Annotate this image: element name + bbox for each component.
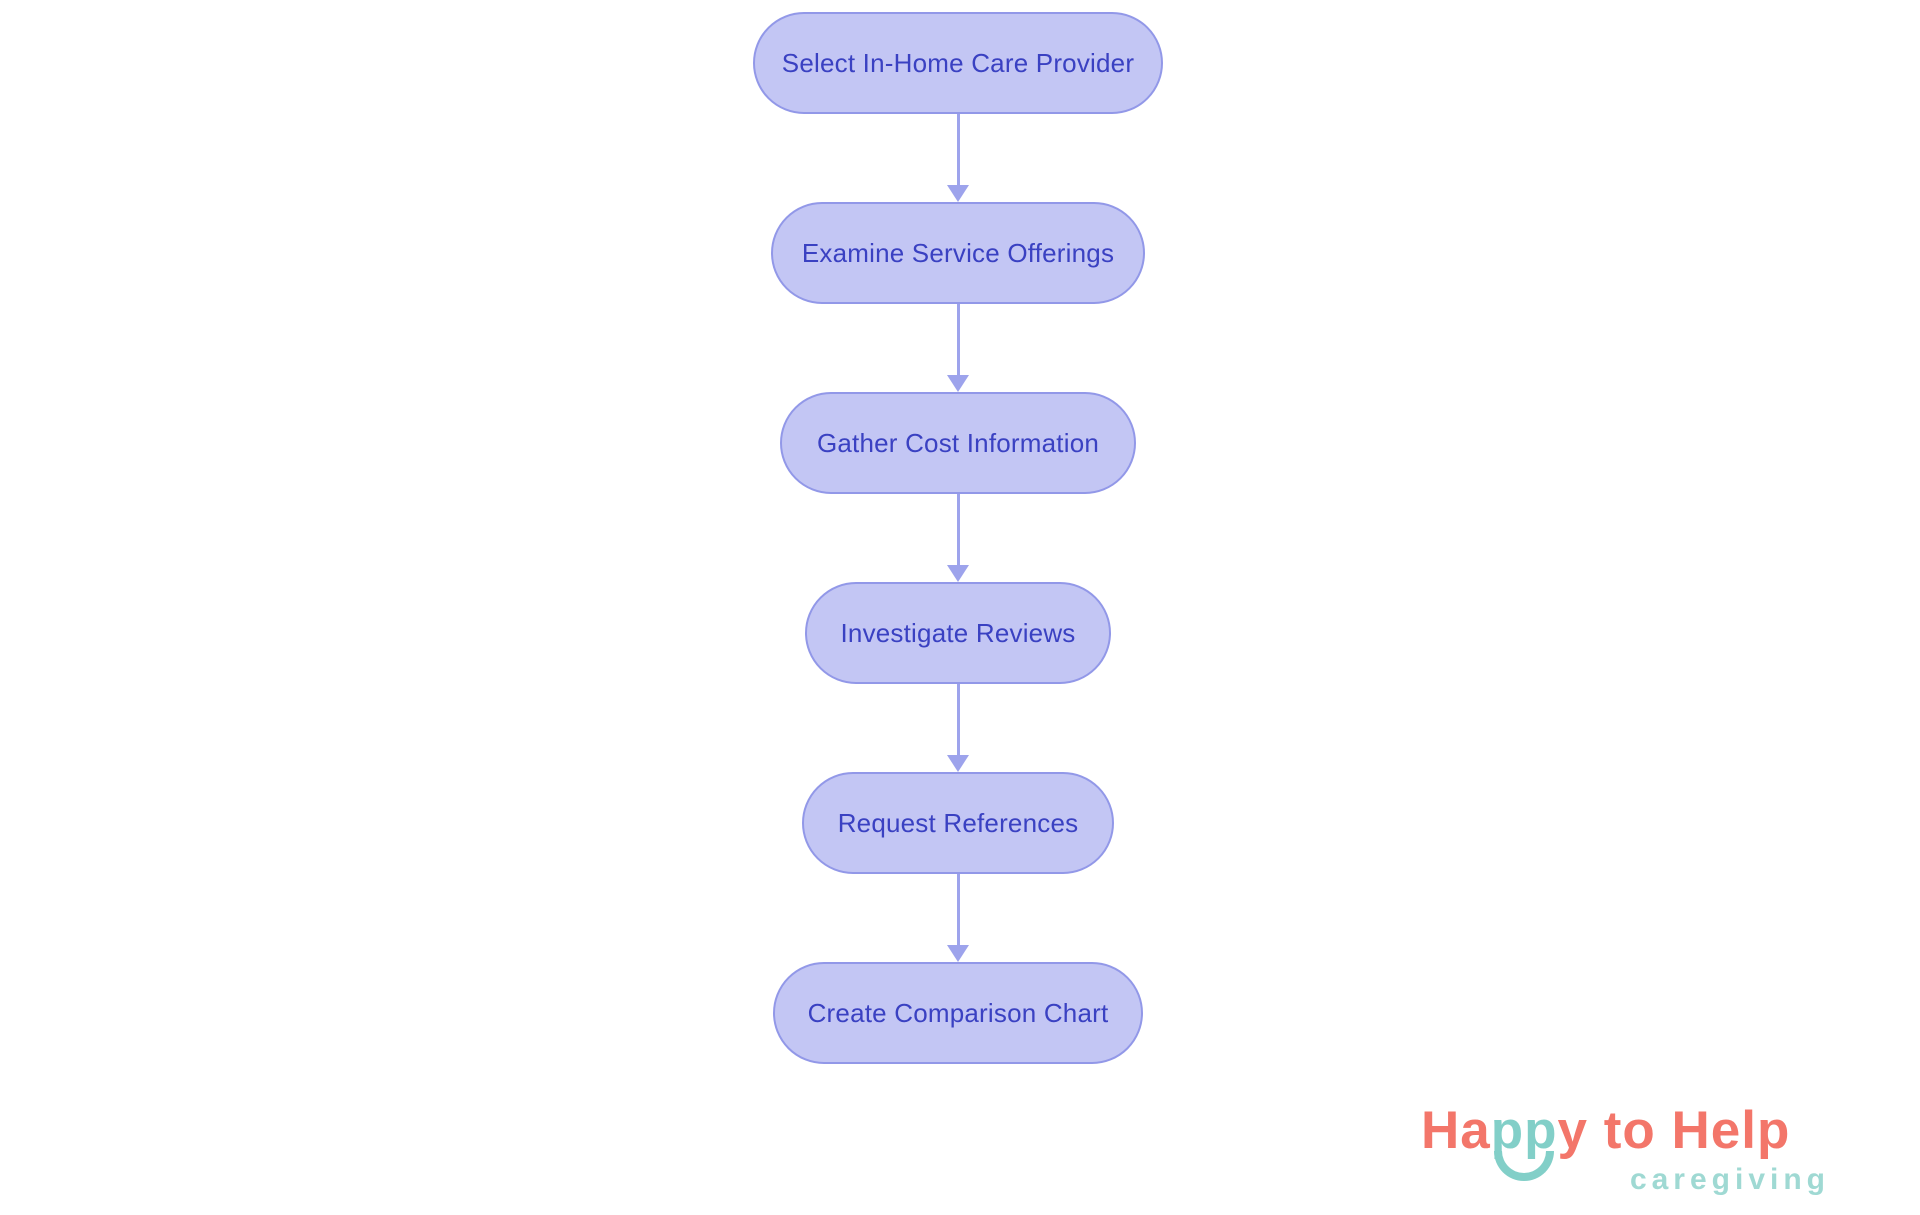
flow-node-investigate-reviews: Investigate Reviews <box>805 582 1111 684</box>
arrow-line <box>956 494 960 566</box>
flow-connector <box>947 874 969 962</box>
node-label: Investigate Reviews <box>840 617 1076 648</box>
arrow-down-icon <box>947 565 969 582</box>
flow-node-select-provider: Select In-Home Care Provider <box>753 12 1163 114</box>
node-label: Examine Service Offerings <box>801 237 1115 268</box>
flowchart: Select In-Home Care Provider Examine Ser… <box>753 12 1163 1064</box>
logo-text-ha: Ha <box>1421 1101 1491 1160</box>
arrow-line <box>956 304 960 376</box>
node-label: Create Comparison Chart <box>807 997 1109 1028</box>
flow-connector <box>947 304 969 392</box>
flow-connector <box>947 684 969 772</box>
node-label: Gather Cost Information <box>816 427 1100 458</box>
flow-node-examine-offerings: Examine Service Offerings <box>771 202 1145 304</box>
flow-connector <box>947 114 969 202</box>
arrow-line <box>956 874 960 946</box>
arrow-line <box>956 114 960 186</box>
logo-tagline: caregiving <box>1629 1163 1830 1196</box>
arrow-down-icon <box>947 185 969 202</box>
node-label: Request References <box>837 807 1079 838</box>
flow-node-request-references: Request References <box>802 772 1114 874</box>
flow-node-gather-cost: Gather Cost Information <box>780 392 1136 494</box>
arrow-down-icon <box>947 755 969 772</box>
arrow-down-icon <box>947 375 969 392</box>
arrow-line <box>956 684 960 756</box>
flow-node-create-chart: Create Comparison Chart <box>773 962 1143 1064</box>
node-label: Select In-Home Care Provider <box>781 47 1135 78</box>
logo-text-pp-wrap: pp <box>1490 1100 1558 1181</box>
logo-text-to-help: to Help <box>1588 1101 1791 1160</box>
logo-text-y: y <box>1557 1101 1588 1160</box>
flow-connector <box>947 494 969 582</box>
logo-text-pp: pp <box>1490 1101 1558 1160</box>
arrow-down-icon <box>947 945 969 962</box>
